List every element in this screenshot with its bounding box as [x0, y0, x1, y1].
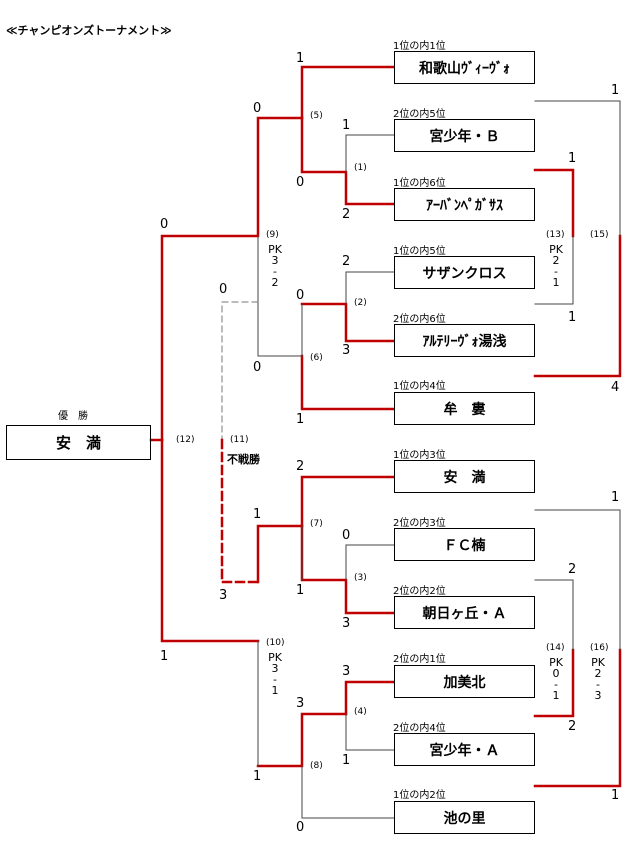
team-box: 加美北 — [394, 665, 535, 698]
score: 1 — [253, 769, 262, 784]
pk-score: PK 2 - 1 — [549, 243, 563, 289]
score: 1 — [568, 310, 577, 325]
match-number: (6) — [310, 353, 323, 363]
seed-label: 2位の内6位 — [393, 314, 446, 325]
score: 0 — [342, 528, 351, 543]
match-number: (7) — [310, 519, 323, 529]
score: 1 — [611, 490, 620, 505]
team-box: 安 満 — [394, 460, 535, 493]
match-number: (14) — [546, 643, 565, 653]
score: 2 — [296, 459, 305, 474]
score: 2 — [568, 562, 577, 577]
pk-score: PK 0 - 1 — [549, 656, 563, 702]
score: 0 — [253, 101, 262, 116]
score: 3 — [219, 588, 228, 603]
pk-score: PK 3 - 1 — [268, 651, 282, 697]
match-number: (15) — [590, 230, 609, 240]
match-number: (8) — [310, 761, 323, 771]
score: 1 — [611, 788, 620, 803]
score: 1 — [568, 151, 577, 166]
match-number: (5) — [310, 111, 323, 121]
pk-score: PK 2 - 3 — [591, 656, 605, 702]
seed-label: 1位の内2位 — [393, 790, 446, 801]
seed-label: 2位の内4位 — [393, 723, 446, 734]
score: 1 — [342, 118, 351, 133]
seed-label: 1位の内1位 — [393, 41, 446, 52]
team-box: 朝日ヶ丘・Ａ — [394, 596, 535, 629]
score: 3 — [342, 664, 351, 679]
match-number: (3) — [354, 573, 367, 583]
team-box: 池の里 — [394, 801, 535, 834]
score: 1 — [253, 507, 262, 522]
score: 4 — [611, 380, 620, 395]
loser-lines — [257, 100, 621, 819]
score: 3 — [342, 616, 351, 631]
page-title: ≪チャンピオンズトーナメント≫ — [6, 24, 172, 37]
match-number: (11) — [230, 435, 249, 445]
score: 2 — [568, 719, 577, 734]
team-box: 宮少年・Ｂ — [394, 119, 535, 152]
score: 1 — [296, 583, 305, 598]
score: 2 — [342, 254, 351, 269]
match-number: (4) — [354, 707, 367, 717]
seed-label: 1位の内4位 — [393, 381, 446, 392]
score: 0 — [296, 820, 305, 835]
seed-label: 2位の内2位 — [393, 586, 446, 597]
score: 3 — [342, 343, 351, 358]
score: 0 — [219, 282, 228, 297]
team-box: ＦＣ楠 — [394, 528, 535, 561]
score: 1 — [611, 83, 620, 98]
match-number: (10) — [266, 638, 285, 648]
score: 2 — [342, 207, 351, 222]
team-box: サザンクロス — [394, 256, 535, 289]
score: 1 — [342, 753, 351, 768]
pk-score: PK 3 - 2 — [268, 243, 282, 289]
match-number: (12) — [176, 435, 195, 445]
team-box: 宮少年・Ａ — [394, 733, 535, 766]
team-box: 和歌山ｳﾞｨｰｳﾞｫ — [394, 51, 535, 84]
score: 0 — [253, 360, 262, 375]
score: 0 — [160, 217, 169, 232]
score: 0 — [296, 288, 305, 303]
team-box: ｱｰﾊﾞﾝﾍﾟｶﾞｻｽ — [394, 188, 535, 221]
seed-label: 2位の内1位 — [393, 654, 446, 665]
match-number: (13) — [546, 230, 565, 240]
match-number: (9) — [266, 230, 279, 240]
champion-label: 優 勝 — [58, 411, 88, 422]
seed-label: 1位の内6位 — [393, 178, 446, 189]
seed-label: 2位の内5位 — [393, 109, 446, 120]
champion-box: 安 満 — [6, 425, 151, 460]
match-number: (1) — [354, 163, 367, 173]
score: 1 — [160, 649, 169, 664]
seed-label: 1位の内5位 — [393, 246, 446, 257]
match-number: (2) — [354, 298, 367, 308]
score: 3 — [296, 696, 305, 711]
forfeit-lines — [220, 301, 260, 584]
score: 1 — [296, 51, 305, 66]
team-box: 牟 婁 — [394, 392, 535, 425]
seed-label: 1位の内3位 — [393, 450, 446, 461]
forfeit-note: 不戦勝 — [227, 453, 260, 466]
match-number: (16) — [590, 643, 609, 653]
score: 0 — [296, 175, 305, 190]
score: 1 — [296, 412, 305, 427]
seed-label: 2位の内3位 — [393, 518, 446, 529]
team-box: ｱﾙﾃﾘｰｳﾞｫ湯浅 — [394, 324, 535, 357]
